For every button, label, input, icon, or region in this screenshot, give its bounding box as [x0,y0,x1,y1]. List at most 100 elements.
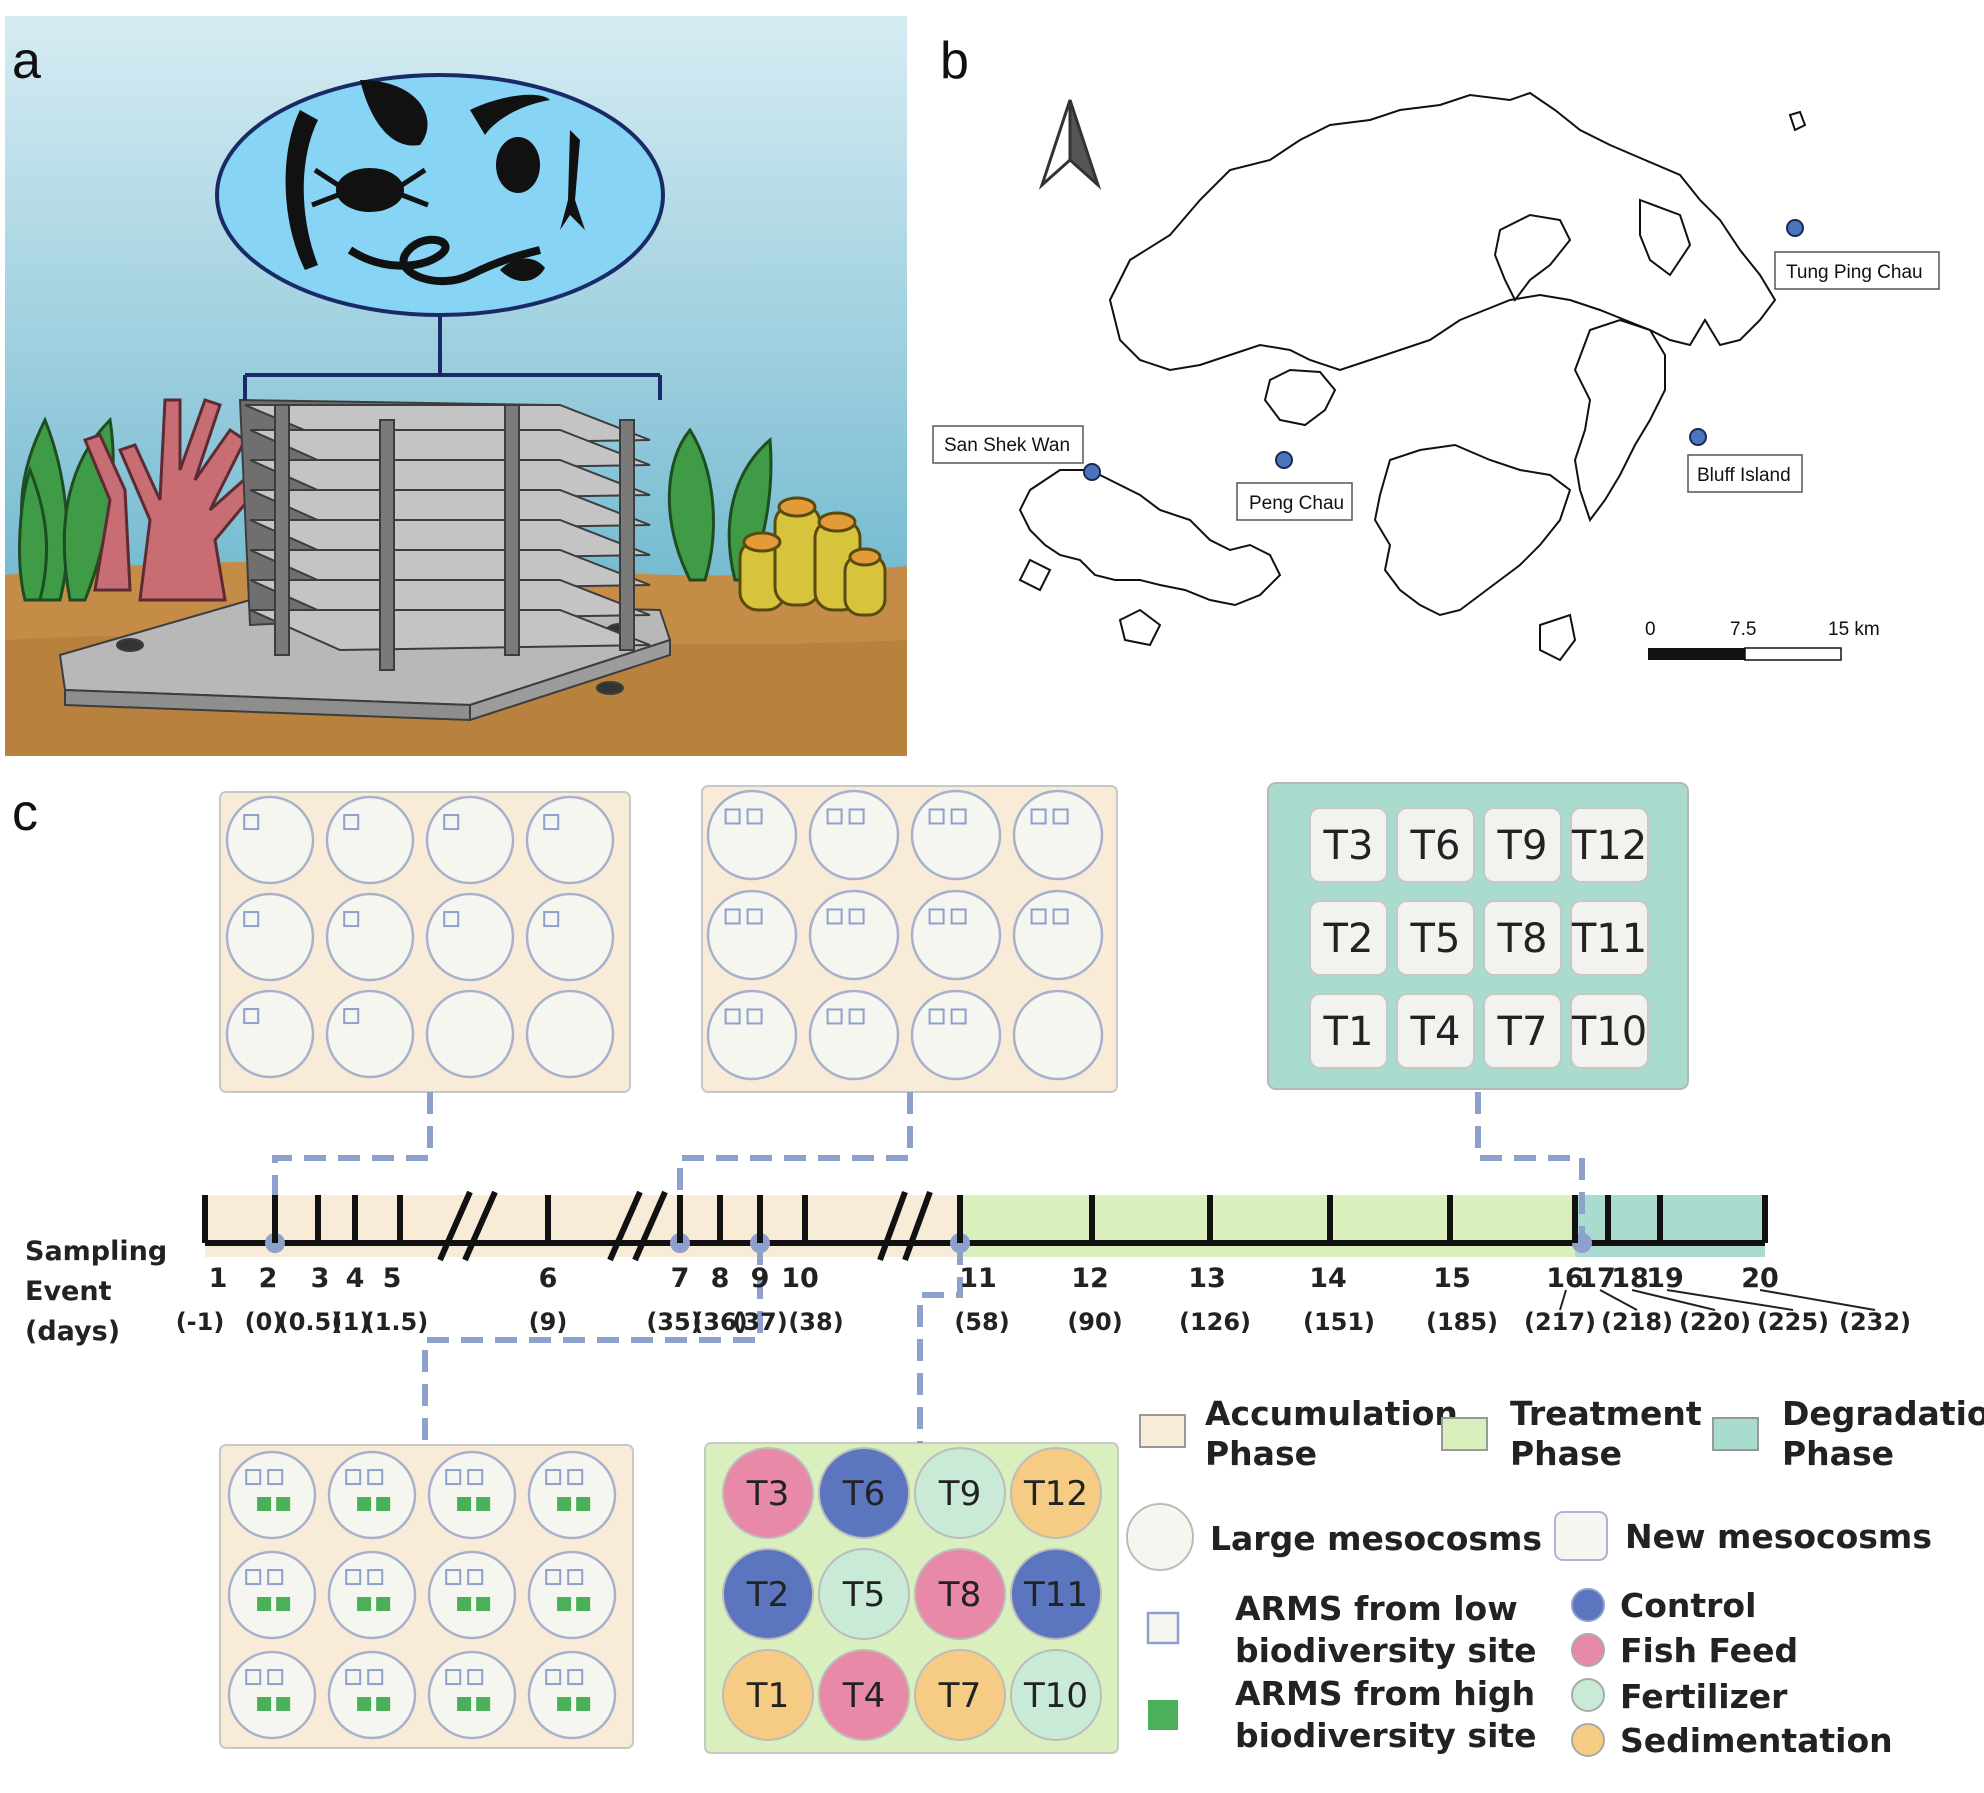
event-day: (36) [692,1308,747,1336]
event-number: 15 [1433,1263,1471,1294]
sampling-timeline [205,1195,1765,1257]
arms-unit [58,398,672,722]
site-label-san-shek-wan: San Shek Wan [932,425,1084,464]
axis-break-mark [902,1190,933,1262]
arms-low-marker [545,1569,562,1586]
legend-control-icon [1571,1588,1605,1622]
treatment-mesocosm [914,1548,1006,1640]
treatment-tank-label: T5 [842,1575,885,1615]
arms-low-marker [848,808,865,825]
arms-low-marker [826,808,843,825]
treatment-mesocosm [914,1649,1006,1741]
arms-low-marker [724,1008,741,1025]
arms-high-marker [376,1597,391,1611]
arms-low-marker [826,1008,843,1025]
event-number: 5 [383,1263,402,1294]
axis-break-mark [632,1190,668,1262]
treatment-tank-label: T6 [842,1474,885,1514]
treatment-tank-label: T3 [746,1474,789,1514]
event-9-mesocosm [427,1550,517,1640]
timeline-ticks [202,1190,1768,1262]
event-2-mesocosm [525,892,615,982]
event-number: 3 [311,1263,330,1294]
arms-high-marker [276,1497,291,1511]
panel-letter-a: a [12,32,41,90]
event-day: (1) [332,1308,371,1336]
arms-low-marker [950,908,967,925]
event-day: (-1) [176,1308,225,1336]
treatment-tank-label: T12 [1023,1474,1088,1514]
arms-high-marker [457,1697,472,1711]
treatment-mesocosm [722,1548,814,1640]
legend-fish-feed: Fish Feed [1620,1631,1798,1670]
event-day: (90) [1067,1308,1122,1336]
new-mesocosm [1570,807,1649,883]
event-9-mesocosm [427,1450,517,1540]
event-7-mesocosm [910,989,1002,1081]
arms-high-marker [476,1497,491,1511]
arms-high-marker [576,1597,591,1611]
arms-low-marker [1030,808,1047,825]
arms-high-marker [557,1597,572,1611]
svg-text:Bluff Island: Bluff Island [1697,465,1791,486]
new-mesocosm [1309,900,1388,976]
degradation-tank-label: T1 [1323,1009,1374,1055]
event-2-mesocosm [325,892,415,982]
arms-high-marker [357,1597,372,1611]
event-9-mesocosm [527,1650,617,1740]
event-9-mesocosm [427,1650,517,1740]
panel-b-map: 0 7.5 15 km San Shek Wan Peng Chau Bluff… [932,91,1940,662]
legend-control: Control [1620,1586,1756,1625]
event-9-mesocosm [527,1550,617,1640]
event-number: 1 [209,1263,228,1294]
treatment-mesocosm [818,1447,910,1539]
event-7-mesocosm [808,889,900,981]
arms-low-marker [467,1469,484,1486]
arms-low-marker [367,1569,384,1586]
connectors [272,1092,1585,1445]
legend-treatment-line2: Phase [1510,1434,1622,1473]
arms-low-marker [267,1669,284,1686]
legend-swatch-accumulation [1139,1414,1186,1448]
treatment-mesocosm [1010,1548,1102,1640]
arms-low-marker [1030,908,1047,925]
arms-low-marker [345,1569,362,1586]
label-leader-line [1599,1289,1638,1311]
arms-low-marker [1052,908,1069,925]
sponge [738,496,887,617]
degradation-tank-label: T8 [1497,916,1548,962]
legend-new-mesocosm-icon [1554,1511,1608,1561]
treatment-tank-label: T11 [1023,1575,1088,1615]
treatment-mesocosm [914,1447,1006,1539]
arms-low-marker [245,1469,262,1486]
axis-break-mark [437,1190,473,1262]
site-label-tung-ping-chau: Tung Ping Chau [1774,251,1940,290]
arms-low-marker [928,908,945,925]
arms-low-marker [724,908,741,925]
svg-text:Peng Chau: Peng Chau [1249,493,1344,514]
site-label-bluff-island: Bluff Island [1687,454,1803,493]
degradation-tank-label: T7 [1497,1009,1548,1055]
event-number: 8 [711,1263,730,1294]
legend-large-mesocosm-icon [1126,1503,1194,1571]
arms-low-marker [543,911,560,928]
treatment-tank-label: T4 [842,1676,885,1716]
event-2-mesocosm [325,795,415,885]
event-day: (0.5) [278,1308,342,1336]
legend-accumulation-line1: Accumulation [1205,1394,1458,1433]
treatment-mesocosm [722,1447,814,1539]
event-9-mesocosm [327,1650,417,1740]
north-arrow-icon [1038,99,1102,190]
arms-low-marker [267,1569,284,1586]
legend-swatch-degradation [1712,1417,1759,1451]
arms-low-marker [243,911,260,928]
axis-break-mark [877,1190,908,1262]
event-2-mesocosm [525,989,615,1079]
event-day: (9) [529,1308,568,1336]
axis-label-event: Event [25,1276,112,1307]
event-9-mesocosm [327,1550,417,1640]
new-mesocosm [1570,900,1649,976]
event-day: (126) [1179,1308,1251,1336]
